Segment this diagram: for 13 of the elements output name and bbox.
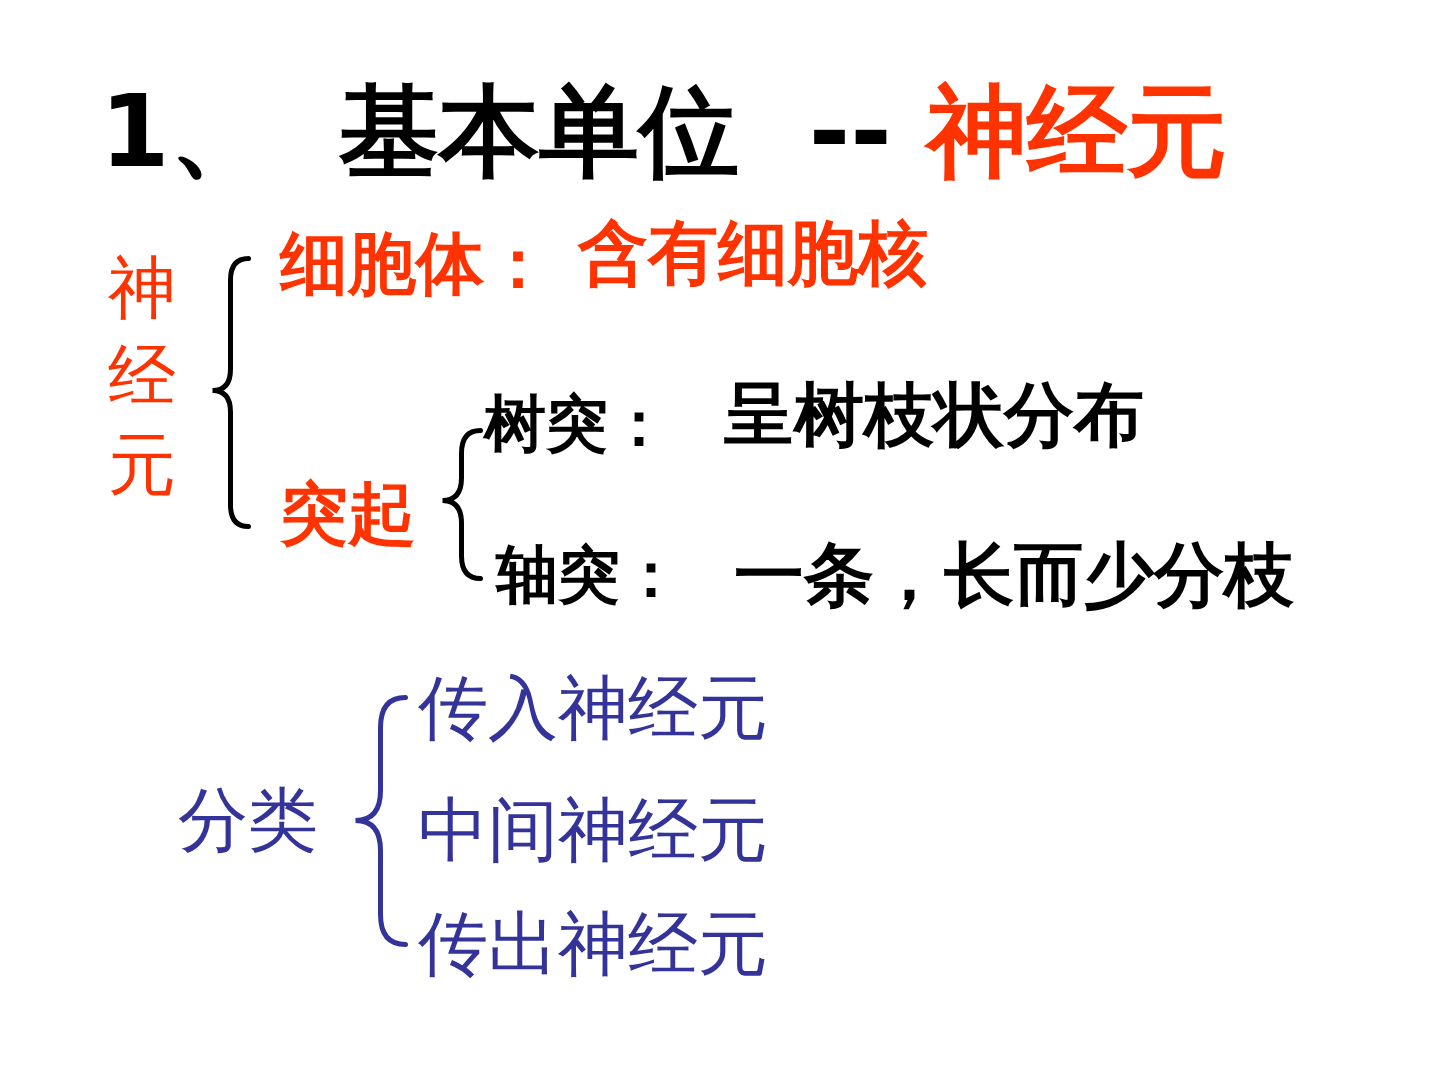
slide-title: 1、 基本单位 -- 神经元 bbox=[100, 74, 1227, 189]
description-text: 含有细胞核 bbox=[578, 214, 928, 291]
description-text: 呈树枝状分布 bbox=[724, 376, 1144, 453]
term-label: 细胞体： bbox=[280, 226, 552, 301]
subtype-label: 中间神经元 bbox=[418, 792, 768, 869]
term-label: 轴突： bbox=[496, 541, 682, 610]
description-text: 一条，长而少分枝 bbox=[734, 536, 1294, 613]
term-label: 树突： bbox=[484, 390, 670, 459]
category-label: 分类 bbox=[178, 782, 318, 859]
term-label: 突起 bbox=[280, 476, 416, 551]
subtype-label: 传入神经元 bbox=[418, 670, 768, 747]
subtype-label: 传出神经元 bbox=[418, 906, 768, 983]
vertical-heading: 神经元 bbox=[108, 247, 176, 506]
